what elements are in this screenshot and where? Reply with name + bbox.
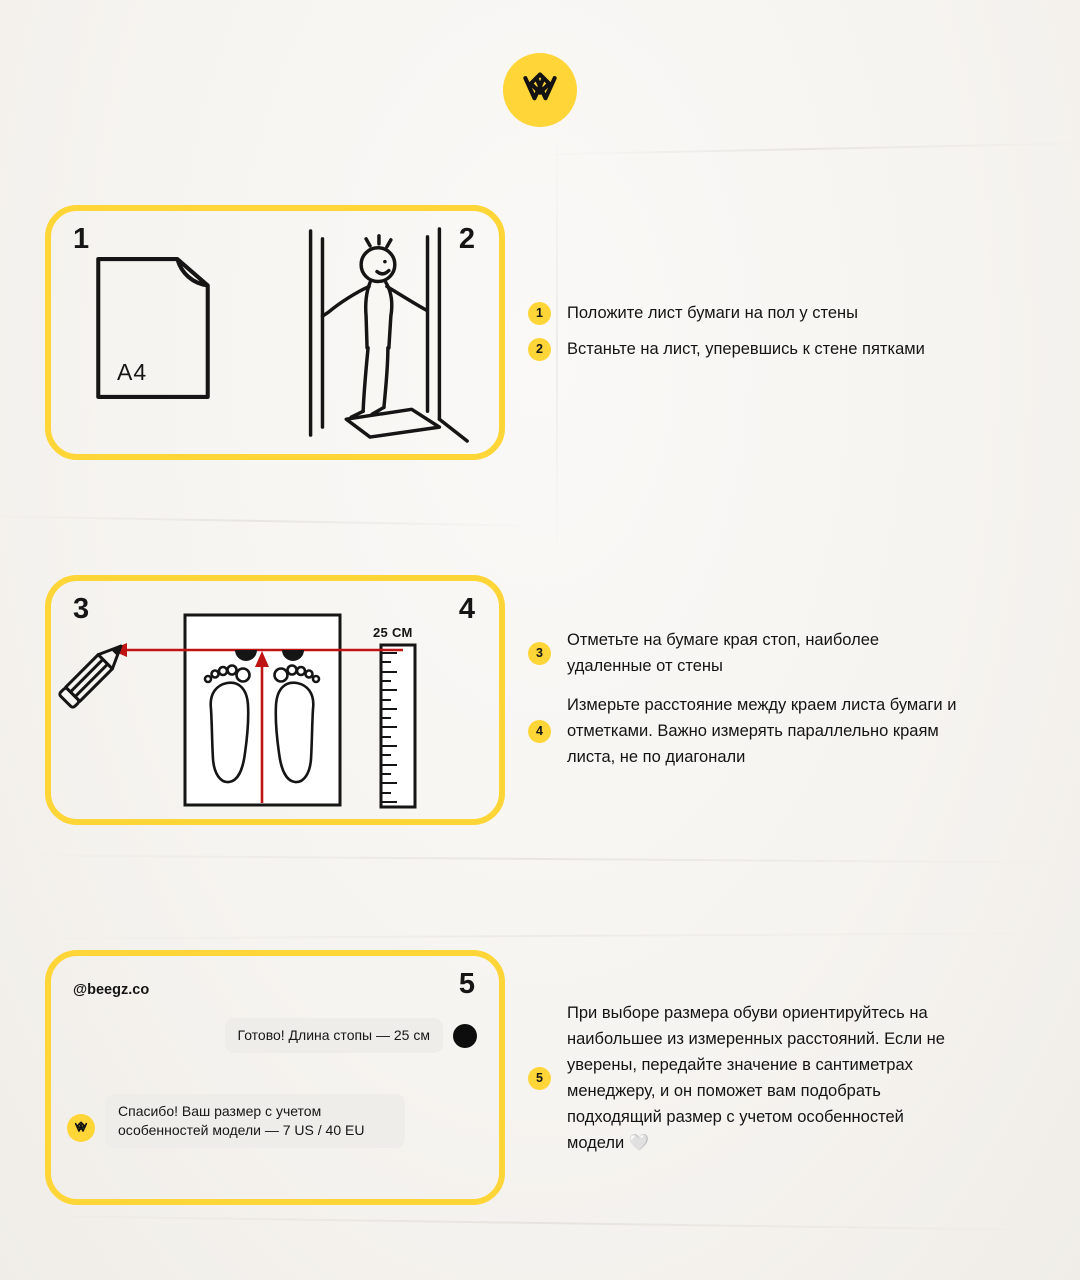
chat-message-outgoing: Готово! Длина стопы — 25 см: [224, 1018, 443, 1053]
paper-crease: [0, 1214, 1080, 1232]
step-badge-4: 4: [528, 719, 551, 743]
brand-logo-icon: [523, 72, 557, 101]
step-badge-5: 5: [528, 1066, 551, 1090]
step-badge-1: 1: [528, 301, 551, 325]
brand-handle: @beegz.co: [73, 982, 150, 998]
card2-number-left: 3: [73, 593, 90, 625]
paper-crease: [556, 128, 558, 558]
paper-crease: [0, 932, 1080, 940]
step-badge-3: 3: [528, 641, 551, 665]
step-text-3: Отметьте на бумаге края стоп, наиболее у…: [567, 631, 880, 675]
card3-number-right: 5: [458, 968, 475, 1000]
step-item-4: 4 Измерьте расстояние между краем листа …: [528, 692, 959, 770]
step-item-1: 1 Положите лист бумаги на пол у стены: [528, 300, 858, 326]
step-text-4: Измерьте расстояние между краем листа бу…: [567, 696, 957, 766]
step-badge-2: 2: [528, 337, 551, 361]
chat-message-incoming: Спасибо! Ваш размер с учетом особенносте…: [105, 1094, 405, 1148]
card2-number-right: 4: [458, 593, 475, 625]
step-item-5: 5 При выборе размера обуви ориентируйтес…: [528, 1000, 953, 1156]
a4-label: A4: [117, 359, 148, 385]
brand-avatar-icon: [74, 1121, 88, 1132]
step-text-1: Положите лист бумаги на пол у стены: [567, 304, 859, 322]
foot-measurement-illustration: [58, 613, 417, 809]
step-text-2: Встаньте на лист, уперевшись к стене пят…: [567, 340, 925, 358]
instruction-card-steps-1-2: 1 2 A4: [45, 205, 505, 460]
step-item-2: 2 Встаньте на лист, уперевшись к стене п…: [528, 336, 925, 362]
paper-crease: [0, 515, 540, 527]
step-text-5: При выборе размера обуви ориентируйтесь …: [567, 1004, 945, 1152]
ruler-measurement-label: 25 СМ: [373, 625, 413, 640]
paper-crease: [540, 142, 1080, 156]
brand-avatar: [67, 1114, 95, 1142]
instruction-card-step-5: @beegz.co 5 Готово! Длина стопы — 25 см …: [45, 950, 505, 1205]
step-item-3: 3 Отметьте на бумаге края стоп, наиболее…: [528, 627, 932, 679]
person-in-doorway-illustration: [308, 227, 469, 443]
brand-logo-badge: [503, 53, 577, 127]
paper-crease: [0, 854, 1080, 864]
instruction-card-steps-3-4: 3 4: [45, 575, 505, 825]
card1-number-left: 1: [73, 223, 90, 255]
a4-paper-icon: [96, 257, 210, 399]
card1-number-right: 2: [458, 223, 475, 255]
user-avatar: [453, 1024, 477, 1048]
